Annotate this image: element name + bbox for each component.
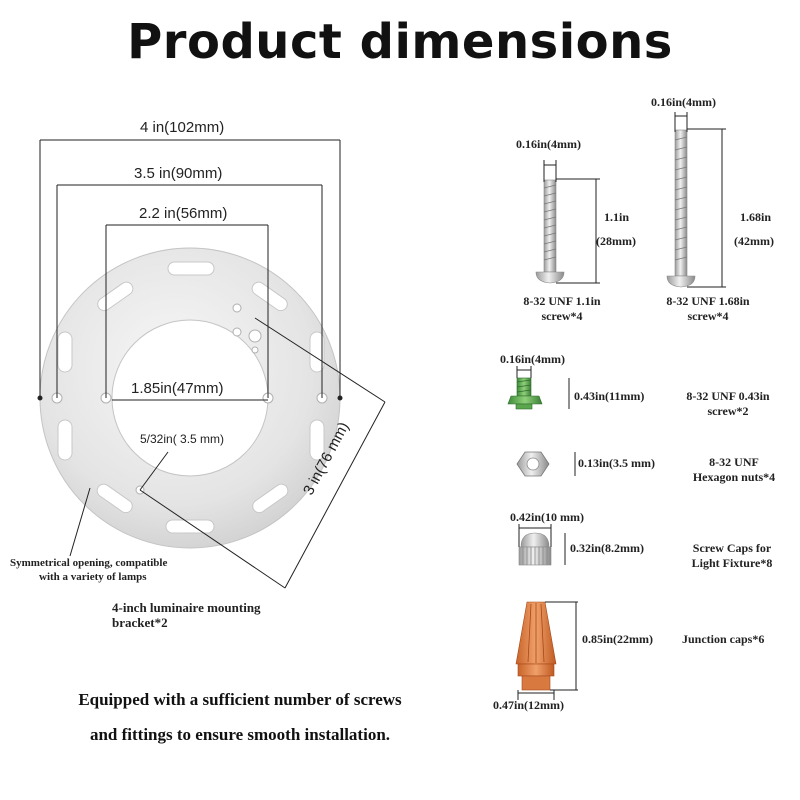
screw-long-width-label: 0.16in(4mm) [651,95,716,109]
screw-green-image [507,377,543,410]
screw-green-width-label: 0.16in(4mm) [500,352,565,366]
screw-long-name-line-2: screw*4 [687,309,729,323]
screw-short-dimension-lines [543,160,600,284]
screw-cap-image [518,532,552,566]
screw-short-name-line-1: 8-32 UNF 1.1in [523,294,601,308]
hex-nut-name-line-2: Hexagon nuts*4 [692,470,776,484]
screw-green-name: 8-32 UNF 0.43in screw*2 [668,389,788,419]
screw-short-width-label: 0.16in(4mm) [516,137,581,151]
bracket-hole-size-label: 5/32in( 3.5 mm) [140,432,225,446]
bracket-hole-span-label: 2.2 in(56mm) [139,205,228,222]
junction-cap-height-label: 0.85in(22mm) [582,632,653,646]
screw-short-name: 8-32 UNF 1.1in screw*4 [502,294,622,324]
mounting-bracket-image [39,247,341,549]
junction-cap-dimension-lines [517,601,578,700]
screw-long-length-mm-label: (42mm) [734,234,774,248]
bracket-outer-diameter-label: 4 in(102mm) [140,119,225,136]
hex-nut-image [516,451,550,477]
screw-long-name: 8-32 UNF 1.68in screw*4 [643,294,773,324]
screw-cap-dimension-lines [518,524,566,565]
screw-cap-name-line-2: Light Fixture*8 [691,556,773,570]
screw-green-name-line-1: 8-32 UNF 0.43in [686,389,770,403]
screw-green-name-line-2: screw*2 [707,404,749,418]
symmetrical-opening-note: Symmetrical opening, compatible with a v… [10,556,167,584]
junction-cap-image [515,601,557,691]
bracket-name-line-1: 4-inch luminaire mounting [112,600,261,615]
bracket-dimension-lines [37,139,386,589]
hex-nut-name: 8-32 UNF Hexagon nuts*4 [674,455,794,485]
screw-long-length-label: 1.68in [740,210,772,224]
screw-short-length-label: 1.1in [604,210,630,224]
note-line-1: Symmetrical opening, compatible [10,557,168,569]
footer-line-2: and fittings to ensure smooth installati… [89,725,391,744]
screw-green-height-label: 0.43in(11mm) [574,389,645,403]
screw-short-name-line-2: screw*4 [541,309,583,323]
page-title: Product dimensions [127,14,673,70]
screw-long-dimension-lines [674,112,726,288]
bracket-inner-diameter-label: 1.85in(47mm) [131,380,224,397]
bracket-name-line-2: bracket*2 [112,615,168,630]
screw-cap-width-label: 0.42in(10 mm) [510,510,584,524]
screw-green-dimension-lines [516,366,570,409]
hex-nut-name-line-1: 8-32 UNF [709,455,759,469]
note-line-2: with a variety of lamps [39,571,147,583]
screw-long-image [666,129,696,288]
footer-line-1: Equipped with a sufficient number of scr… [78,690,402,709]
junction-cap-name: Junction caps*6 [682,632,765,646]
junction-cap-width-label: 0.47in(12mm) [493,698,564,712]
screw-cap-height-label: 0.32in(8.2mm) [570,541,644,555]
screw-long-name-line-1: 8-32 UNF 1.68in [666,294,750,308]
bracket-name-label: 4-inch luminaire mounting bracket*2 [112,600,261,630]
screw-short-length-mm-label: (28mm) [596,234,636,248]
screw-cap-name-line-1: Screw Caps for [692,541,772,555]
screw-short-image [535,179,565,284]
bracket-slot-span-label: 3.5 in(90mm) [134,165,223,182]
hex-nut-width-label: 0.13in(3.5 mm) [578,456,655,470]
screw-cap-name: Screw Caps for Light Fixture*8 [668,541,796,571]
